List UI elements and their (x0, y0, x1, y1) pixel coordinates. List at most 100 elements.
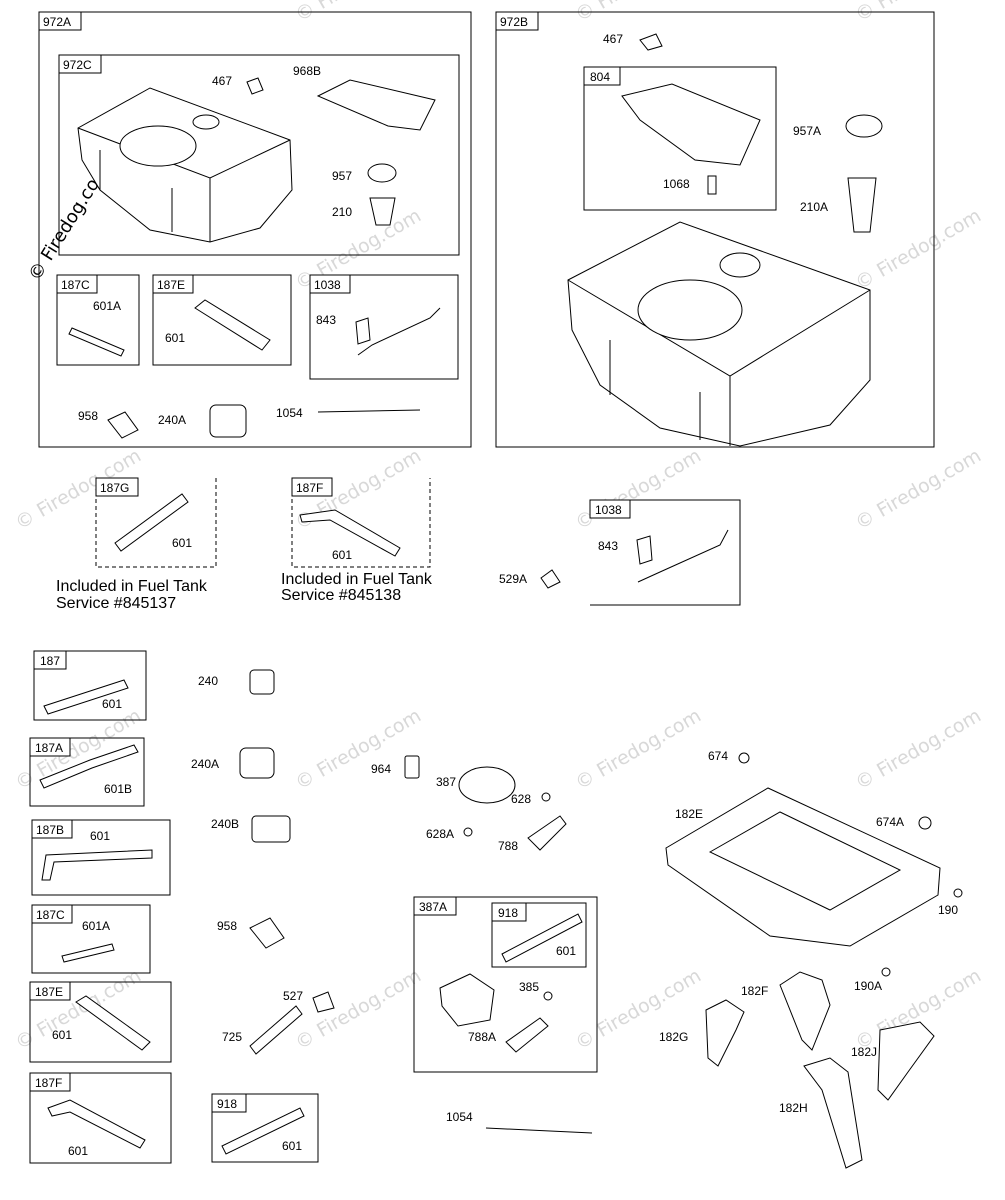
kit-918: 918 601 (211, 1093, 319, 1163)
kit-1038-top-tag (309, 274, 351, 294)
filter-240-shape (249, 669, 275, 695)
watermark: © Firedog.com (292, 965, 425, 1055)
callout-385: 385 (519, 980, 539, 994)
kit-804-frame (583, 66, 777, 211)
kit-918-inner-label: 918 (498, 906, 518, 920)
callout-725: 725 (222, 1030, 242, 1044)
kit-187E-top-frame (152, 274, 292, 366)
callout-601: 601 (68, 1144, 88, 1158)
kit-187E: 187E 601 (29, 981, 172, 1063)
hose-shape (501, 913, 583, 963)
fuel-pump-shape (439, 973, 495, 1027)
kit-187B-tag (31, 819, 73, 839)
kit-972B-tag (495, 11, 539, 31)
kit-972A-label: 972A (43, 15, 71, 29)
kit-1038-top-frame (309, 274, 459, 380)
hose-shape (43, 679, 129, 715)
part-843-shape (636, 535, 653, 565)
service-note-a-line1: Included in Fuel Tank (56, 578, 208, 595)
part-957-shape (367, 163, 397, 183)
kit-187C-label: 187C (36, 908, 65, 922)
callout-240A: 240A (191, 757, 219, 771)
callout-788: 788 (498, 839, 518, 853)
callout-601: 601 (332, 548, 352, 562)
kit-187G-label: 187G (100, 481, 129, 495)
callout-674A: 674A (876, 815, 904, 829)
kit-187C-frame (31, 904, 151, 974)
kit-187C-top-frame (56, 274, 140, 366)
screw-628-shape (541, 792, 551, 802)
callout-1054: 1054 (446, 1110, 473, 1124)
kit-918-frame (211, 1093, 319, 1163)
kit-1038-mid-label: 1038 (595, 503, 622, 517)
callout-601: 601 (52, 1028, 72, 1042)
kit-972B-frame (495, 11, 935, 448)
kit-187: 187 601 (33, 650, 147, 721)
service-note-b-line2: Service #845138 (281, 587, 401, 604)
kit-804-label: 804 (590, 70, 610, 84)
part-958-shape (107, 411, 139, 439)
hose-shape (299, 509, 401, 557)
callout-601: 601 (90, 829, 110, 843)
kit-972B-label: 972B (500, 15, 528, 29)
kit-187E-tag (29, 981, 71, 1001)
callout-529A: 529A (499, 572, 527, 586)
kit-918-label: 918 (217, 1097, 237, 1111)
bracket-788A-shape (505, 1017, 549, 1053)
bolt-674A-shape (918, 816, 932, 830)
filter-240B-shape (251, 815, 291, 843)
callout-240A: 240A (158, 413, 186, 427)
linkage-rod-shape (357, 307, 441, 356)
callout-968B: 968B (293, 64, 321, 78)
callout-467: 467 (212, 74, 232, 88)
kit-387A-tag (413, 896, 457, 916)
callout-628A: 628A (426, 827, 454, 841)
cable-tie-shape (317, 409, 421, 413)
kit-972A-frame (38, 11, 472, 448)
kit-918-tag (211, 1093, 247, 1113)
kit-1038-top-label: 1038 (314, 278, 341, 292)
kit-187F-top-frame (291, 478, 431, 568)
engine-frame-182E-shape (665, 787, 941, 947)
bracket-788-shape (527, 815, 567, 851)
kit-972B: 972B 467 804 1068 957A 210A (495, 11, 935, 448)
watermark: © Firedog.com (572, 0, 705, 26)
watermark: © Firedog.com (852, 705, 985, 795)
fuel-tank-small (77, 87, 293, 243)
kit-187E-top-label: 187E (157, 278, 185, 292)
callout-957A: 957A (793, 124, 821, 138)
kit-187F: 187F 601 (29, 1072, 172, 1164)
callout-182H: 182H (779, 1101, 808, 1115)
kit-187G-frame (95, 478, 217, 568)
callout-843: 843 (598, 539, 618, 553)
hose-shape (41, 849, 153, 881)
kit-804-tag (583, 66, 621, 86)
kit-972A-tag (38, 11, 82, 31)
bolt-190A-shape (881, 967, 891, 977)
watermark: © Firedog.com (572, 705, 705, 795)
callout-601: 601 (282, 1139, 302, 1153)
watermark: © Firedog.com (572, 445, 705, 535)
kit-187A-tag (29, 737, 71, 757)
watermark: © Firedog.com (852, 445, 985, 535)
callout-958: 958 (217, 919, 237, 933)
bracket-182G-shape (705, 999, 745, 1067)
part-958-shape (249, 917, 285, 949)
callout-628: 628 (511, 792, 531, 806)
kit-972C-label: 972C (63, 58, 92, 72)
callout-210A: 210A (800, 200, 828, 214)
part-467-shape (639, 33, 663, 51)
callout-190: 190 (938, 903, 958, 917)
kit-187-tag (33, 650, 67, 670)
fuel-tank-large (567, 221, 871, 447)
kit-187F-label: 187F (35, 1076, 62, 1090)
bracket-182J-shape (877, 1021, 935, 1101)
kit-1038-mid-frame (590, 499, 741, 606)
callout-1068: 1068 (663, 177, 690, 191)
kit-187C: 187C 601A (31, 904, 151, 974)
engine-frame-opening (708, 811, 902, 911)
callout-601: 601 (556, 944, 576, 958)
screw-385-shape (543, 991, 553, 1001)
kit-187-label: 187 (40, 654, 60, 668)
kit-187F-top: 187F 601 (291, 477, 431, 568)
